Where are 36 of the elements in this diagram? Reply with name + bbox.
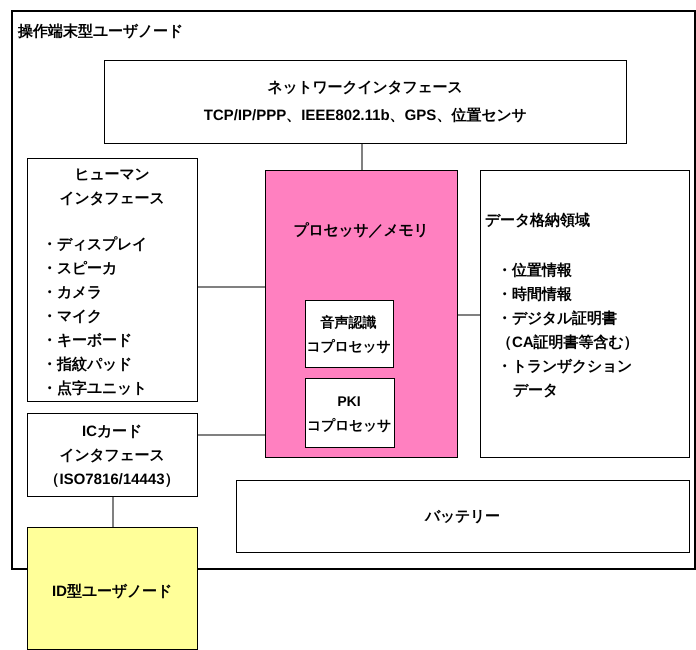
node-text: ・位置情報 — [497, 261, 572, 281]
node-text: TCP/IP/PPP、IEEE802.11b、GPS、位置センサ — [202, 106, 528, 126]
node-text: ・点字ユニット — [42, 379, 147, 399]
node-text: ・マイク — [42, 307, 102, 327]
connector-line — [198, 286, 266, 288]
node-text: ・時間情報 — [497, 285, 572, 305]
connector-line — [112, 496, 114, 528]
node-title: データ格納領域 — [485, 211, 590, 231]
node-title: 操作端末型ユーザノード — [18, 22, 184, 42]
node-text: ・指紋パッド — [42, 355, 132, 375]
interface-box — [27, 158, 198, 402]
processor-box — [265, 170, 458, 458]
node-title: ID型ユーザノード — [51, 582, 173, 602]
node-text: ・キーボード — [42, 331, 132, 351]
storage-box — [480, 170, 690, 458]
node-title: プロセッサ／メモリ — [292, 221, 430, 241]
node-title: ネットワークインタフェース — [266, 78, 464, 98]
coprocessor-box — [304, 300, 394, 368]
interface-box — [104, 60, 627, 144]
node-text: ・ディスプレイ — [42, 235, 147, 255]
node-text: ・デジタル証明書（CA証明書等含む） — [497, 309, 639, 353]
interface-box — [27, 413, 198, 497]
node-text: ・カメラ — [42, 283, 102, 303]
node-title: 音声認識コプロセッサ — [306, 312, 392, 356]
node-text: ・トランザクションデータ — [497, 357, 632, 401]
connector-line — [458, 314, 480, 316]
coprocessor-box — [304, 378, 394, 448]
node-title: ICカードインタフェース（ISO7816/14443） — [43, 422, 181, 490]
user-node-box — [27, 527, 198, 650]
node-title: PKIコプロセッサ — [306, 392, 392, 434]
node-title: バッテリー — [424, 507, 501, 527]
node-title: ヒューマンインタフェース — [58, 165, 166, 209]
battery-box — [236, 480, 690, 553]
node-text: ・スピーカ — [42, 259, 117, 279]
outer-frame — [11, 10, 696, 570]
connector-line — [198, 434, 266, 436]
